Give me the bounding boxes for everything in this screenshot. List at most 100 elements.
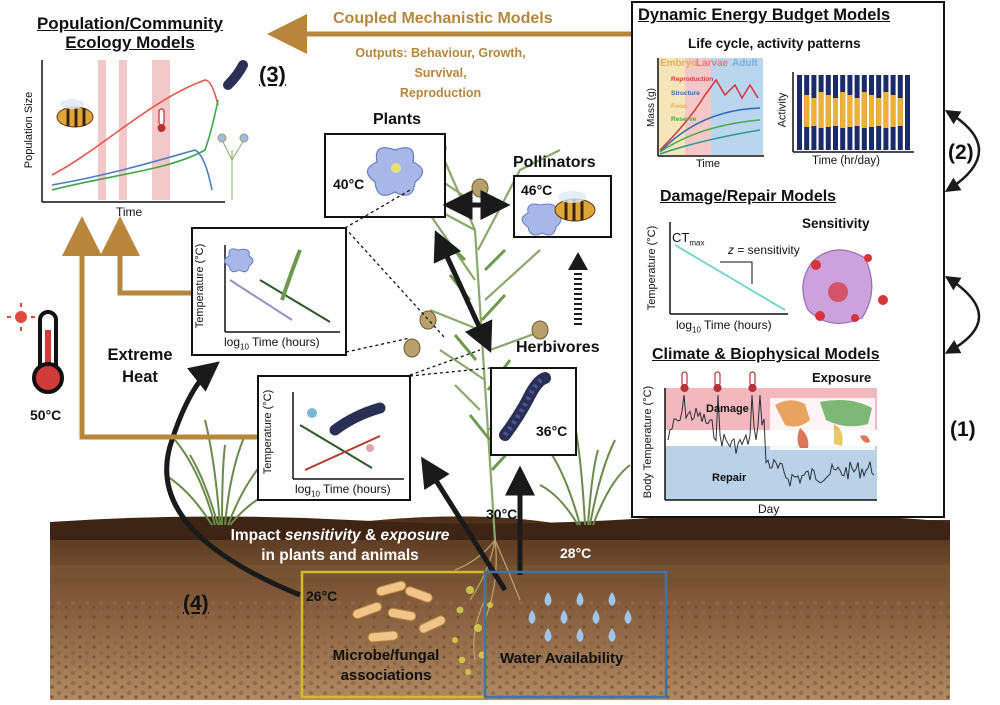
activity-bar-active — [825, 95, 831, 127]
impact-pre: Impact — [230, 527, 285, 544]
extreme-heat-label: Extreme Heat — [107, 346, 173, 386]
fungal-spores — [452, 586, 493, 675]
grass-right — [539, 424, 631, 526]
repair-band-label: Repair — [712, 472, 747, 484]
water-label: Water Availability — [500, 650, 624, 667]
temp-26: 26°C — [306, 588, 338, 604]
soil-layers — [50, 513, 950, 700]
pop-chart — [41, 60, 249, 203]
microbe-label: Microbe/fungal associations — [332, 647, 440, 684]
water-box — [483, 570, 668, 699]
activity-bar-active — [876, 98, 882, 126]
tdt1-xlabel: log10 Time (hours) — [224, 335, 320, 351]
tdt2-xlabel: log10 Time (hours) — [295, 482, 391, 498]
herbivores-box — [490, 367, 577, 456]
leaf-icon — [280, 249, 302, 301]
thermometer-chart-icon — [157, 108, 166, 132]
z-sensitivity-label: z = sensitivity — [728, 243, 800, 257]
deb-title: Dynamic Energy Budget Models — [638, 6, 891, 24]
deb-mass-chart — [657, 58, 764, 157]
activity-bar-active — [861, 92, 867, 128]
panel-curved-arrows — [944, 110, 981, 354]
pollinators-label: Pollinators — [513, 154, 596, 171]
tdt1-xlabel-pre: log — [224, 335, 241, 349]
plants-temp: 40°C — [333, 176, 365, 192]
deb-mass-xlabel: Time — [696, 158, 721, 170]
temp-28: 28°C — [560, 545, 592, 561]
activity-bars — [797, 75, 910, 150]
activity-bar-active — [897, 98, 903, 126]
pop-title: Population/Community Ecology Models — [36, 14, 224, 52]
thermometer-icon — [7, 303, 64, 394]
tdt2-ylabel: Temperature (°C) — [262, 389, 275, 475]
wildflower-icon — [217, 133, 249, 200]
coupling-arrows — [62, 14, 632, 440]
activity-bar-active — [854, 98, 860, 126]
tdt1-xlabel-sub: 10 — [240, 342, 249, 352]
damage-stars — [811, 254, 888, 322]
bacteria-icon — [307, 408, 317, 418]
tdt2-xlabel-pre: log — [295, 482, 312, 496]
label-2: (2) — [948, 141, 974, 164]
plants-box — [324, 133, 446, 218]
deb-stage-embryo: Embryo — [660, 58, 698, 69]
damage-title: Damage/Repair Models — [660, 188, 837, 205]
activity-bar-active — [840, 92, 846, 128]
deb-subtitle: Life cycle, activity patterns — [688, 36, 861, 51]
bacteria-cluster-icon — [352, 580, 446, 643]
deb-mass-ylabel: Mass (g) — [645, 88, 657, 127]
pop-ylabel: Population Size — [23, 91, 36, 169]
damaged-cell-icon — [802, 249, 873, 325]
exposure-label: Exposure — [812, 370, 872, 385]
damage-xlabel-post: Time (hours) — [700, 318, 772, 332]
caterpillar-icon — [499, 372, 551, 441]
impact-amp: & — [360, 527, 381, 544]
impact-sensitivity: sensitivity — [284, 527, 361, 544]
impact-label: Impact sensitivity & exposure in plants … — [200, 526, 480, 566]
deb-activity-xlabel: Time (hr/day) — [812, 155, 880, 167]
impact-exposure: exposure — [380, 527, 450, 544]
pop-xlabel: Time — [116, 205, 143, 219]
impact-line2: in plants and animals — [261, 547, 419, 564]
activity-bar-dark — [905, 75, 910, 150]
pollinators-box — [513, 175, 612, 238]
tdt2-xlabel-post: Time (hours) — [319, 482, 391, 496]
deb-activity-ylabel: Activity — [776, 92, 789, 128]
climate-ylabel: Body Temperature (°C) — [642, 385, 655, 499]
label-3: (3) — [259, 62, 286, 87]
climate-chart — [664, 371, 877, 501]
sun-icon — [15, 311, 27, 323]
sensitivity-label: Sensitivity — [802, 216, 870, 231]
deb-stage-adult: Adult — [732, 58, 758, 69]
deb-stage-larvae: Larvae — [696, 58, 729, 69]
climate-xlabel: Day — [758, 502, 780, 516]
black-arrows — [164, 190, 535, 598]
activity-bar-active — [890, 95, 896, 127]
damage-xlabel: log10 Time (hours) — [676, 318, 772, 334]
deb-activity-chart — [792, 72, 914, 153]
water-drops-icon — [528, 592, 632, 642]
small-flower-icon — [224, 248, 254, 273]
ctmax-label: CTmax — [672, 230, 704, 248]
tdt2-xlabel-sub: 10 — [311, 489, 320, 499]
ctmax-text: CT — [672, 230, 690, 245]
caterpillar-chart-icon — [223, 60, 248, 90]
coupled-title: Coupled Mechanistic Models — [333, 10, 553, 27]
damage-ylabel: Temperature (°C) — [646, 225, 659, 311]
microbe-box — [300, 570, 487, 699]
activity-bar-dark — [797, 75, 802, 150]
tdt-box-plants — [191, 227, 347, 356]
temp-30: 30°C — [486, 506, 518, 522]
caterpillar-small-icon — [329, 402, 386, 436]
activity-bar-active — [811, 98, 817, 126]
climate-thermometers — [680, 371, 757, 393]
deb-comp-reserve: Reserve — [671, 116, 697, 123]
activity-bar-active — [847, 95, 853, 127]
plants-label: Plants — [373, 111, 422, 128]
damage-xlabel-sub: 10 — [692, 325, 701, 335]
damage-chart — [669, 222, 888, 325]
deb-comp-reproduction: Reproduction — [671, 76, 714, 83]
activity-bar-active — [818, 92, 824, 128]
